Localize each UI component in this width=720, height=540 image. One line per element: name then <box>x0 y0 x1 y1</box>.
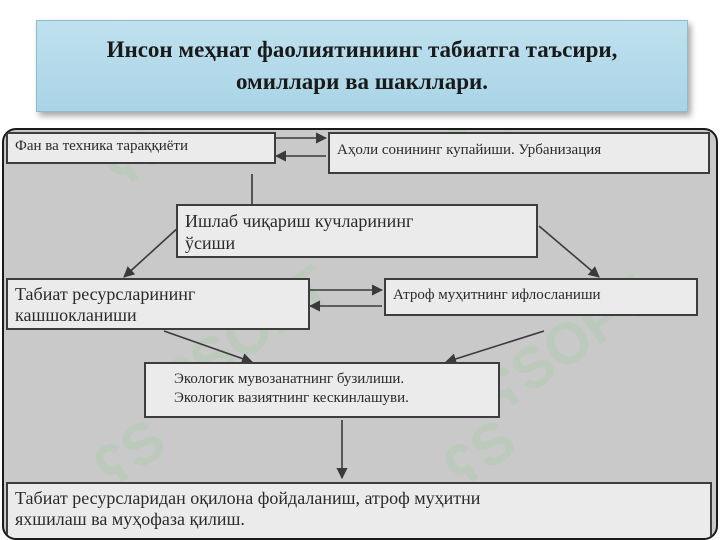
title-box: Инсон меҳнат фаолиятиниинг табиатга таъс… <box>36 20 688 112</box>
node-rational-use-line-1: Табиат ресурсларидан оқилона фойдаланиш,… <box>15 488 481 508</box>
node-population-growth-text: Аҳоли сонининг купайиши. Урбанизация <box>337 142 602 158</box>
node-production-growth: Ишлаб чиқариш кучларининг ўсиши <box>176 204 538 258</box>
node-production-growth-line-1: Ишлаб чиқариш кучларининг <box>185 211 414 231</box>
node-rational-use-line-2: яхшилаш ва муҳофаза қилиш. <box>15 509 245 529</box>
title-line-2: омиллари ва шакллари. <box>235 69 489 94</box>
node-ecological-imbalance-line-2: Экологик вазиятнинг кескинлашуви. <box>174 390 409 406</box>
connector-depletion-to-imbalance <box>163 330 254 364</box>
node-science-progress: Фан ва техника тараққиёти <box>6 132 276 164</box>
node-environment-pollution-text: Атроф муҳитнинг ифлосланиши <box>393 287 601 303</box>
diagram-panel: ʕS ʕS ʕSOFT ʕSOFT ʕS ʕS Фан ва техника т… <box>2 128 718 540</box>
node-environment-pollution: Атроф муҳитнинг ифлосланиши <box>384 278 698 316</box>
node-production-growth-line-2: ўсиши <box>185 233 236 253</box>
connector-layer <box>123 132 600 480</box>
node-population-growth: Аҳоли сонининг купайиши. Урбанизация <box>328 132 710 174</box>
connector-pollution-to-imbalance <box>444 330 545 365</box>
node-resource-depletion-line-1: Табиат ресурсларининг <box>15 284 196 304</box>
title-line-1: Инсон меҳнат фаолиятиниинг табиатга таъс… <box>106 37 618 62</box>
connector-production-to-pollution <box>538 225 600 278</box>
node-ecological-imbalance-line-1: Экологик мувозанатнинг бузилиши. <box>174 371 405 387</box>
node-rational-use: Табиат ресурсларидан оқилона фойдаланиш,… <box>6 482 712 538</box>
node-resource-depletion: Табиат ресурсларининг кашшокланиши <box>6 278 310 330</box>
node-ecological-imbalance: Экологик мувозанатнинг бузилиши. Экологи… <box>144 362 500 418</box>
node-science-progress-text: Фан ва техника тараққиёти <box>15 138 189 154</box>
connector-production-to-depletion <box>123 225 181 278</box>
node-resource-depletion-line-2: кашшокланиши <box>15 305 137 325</box>
